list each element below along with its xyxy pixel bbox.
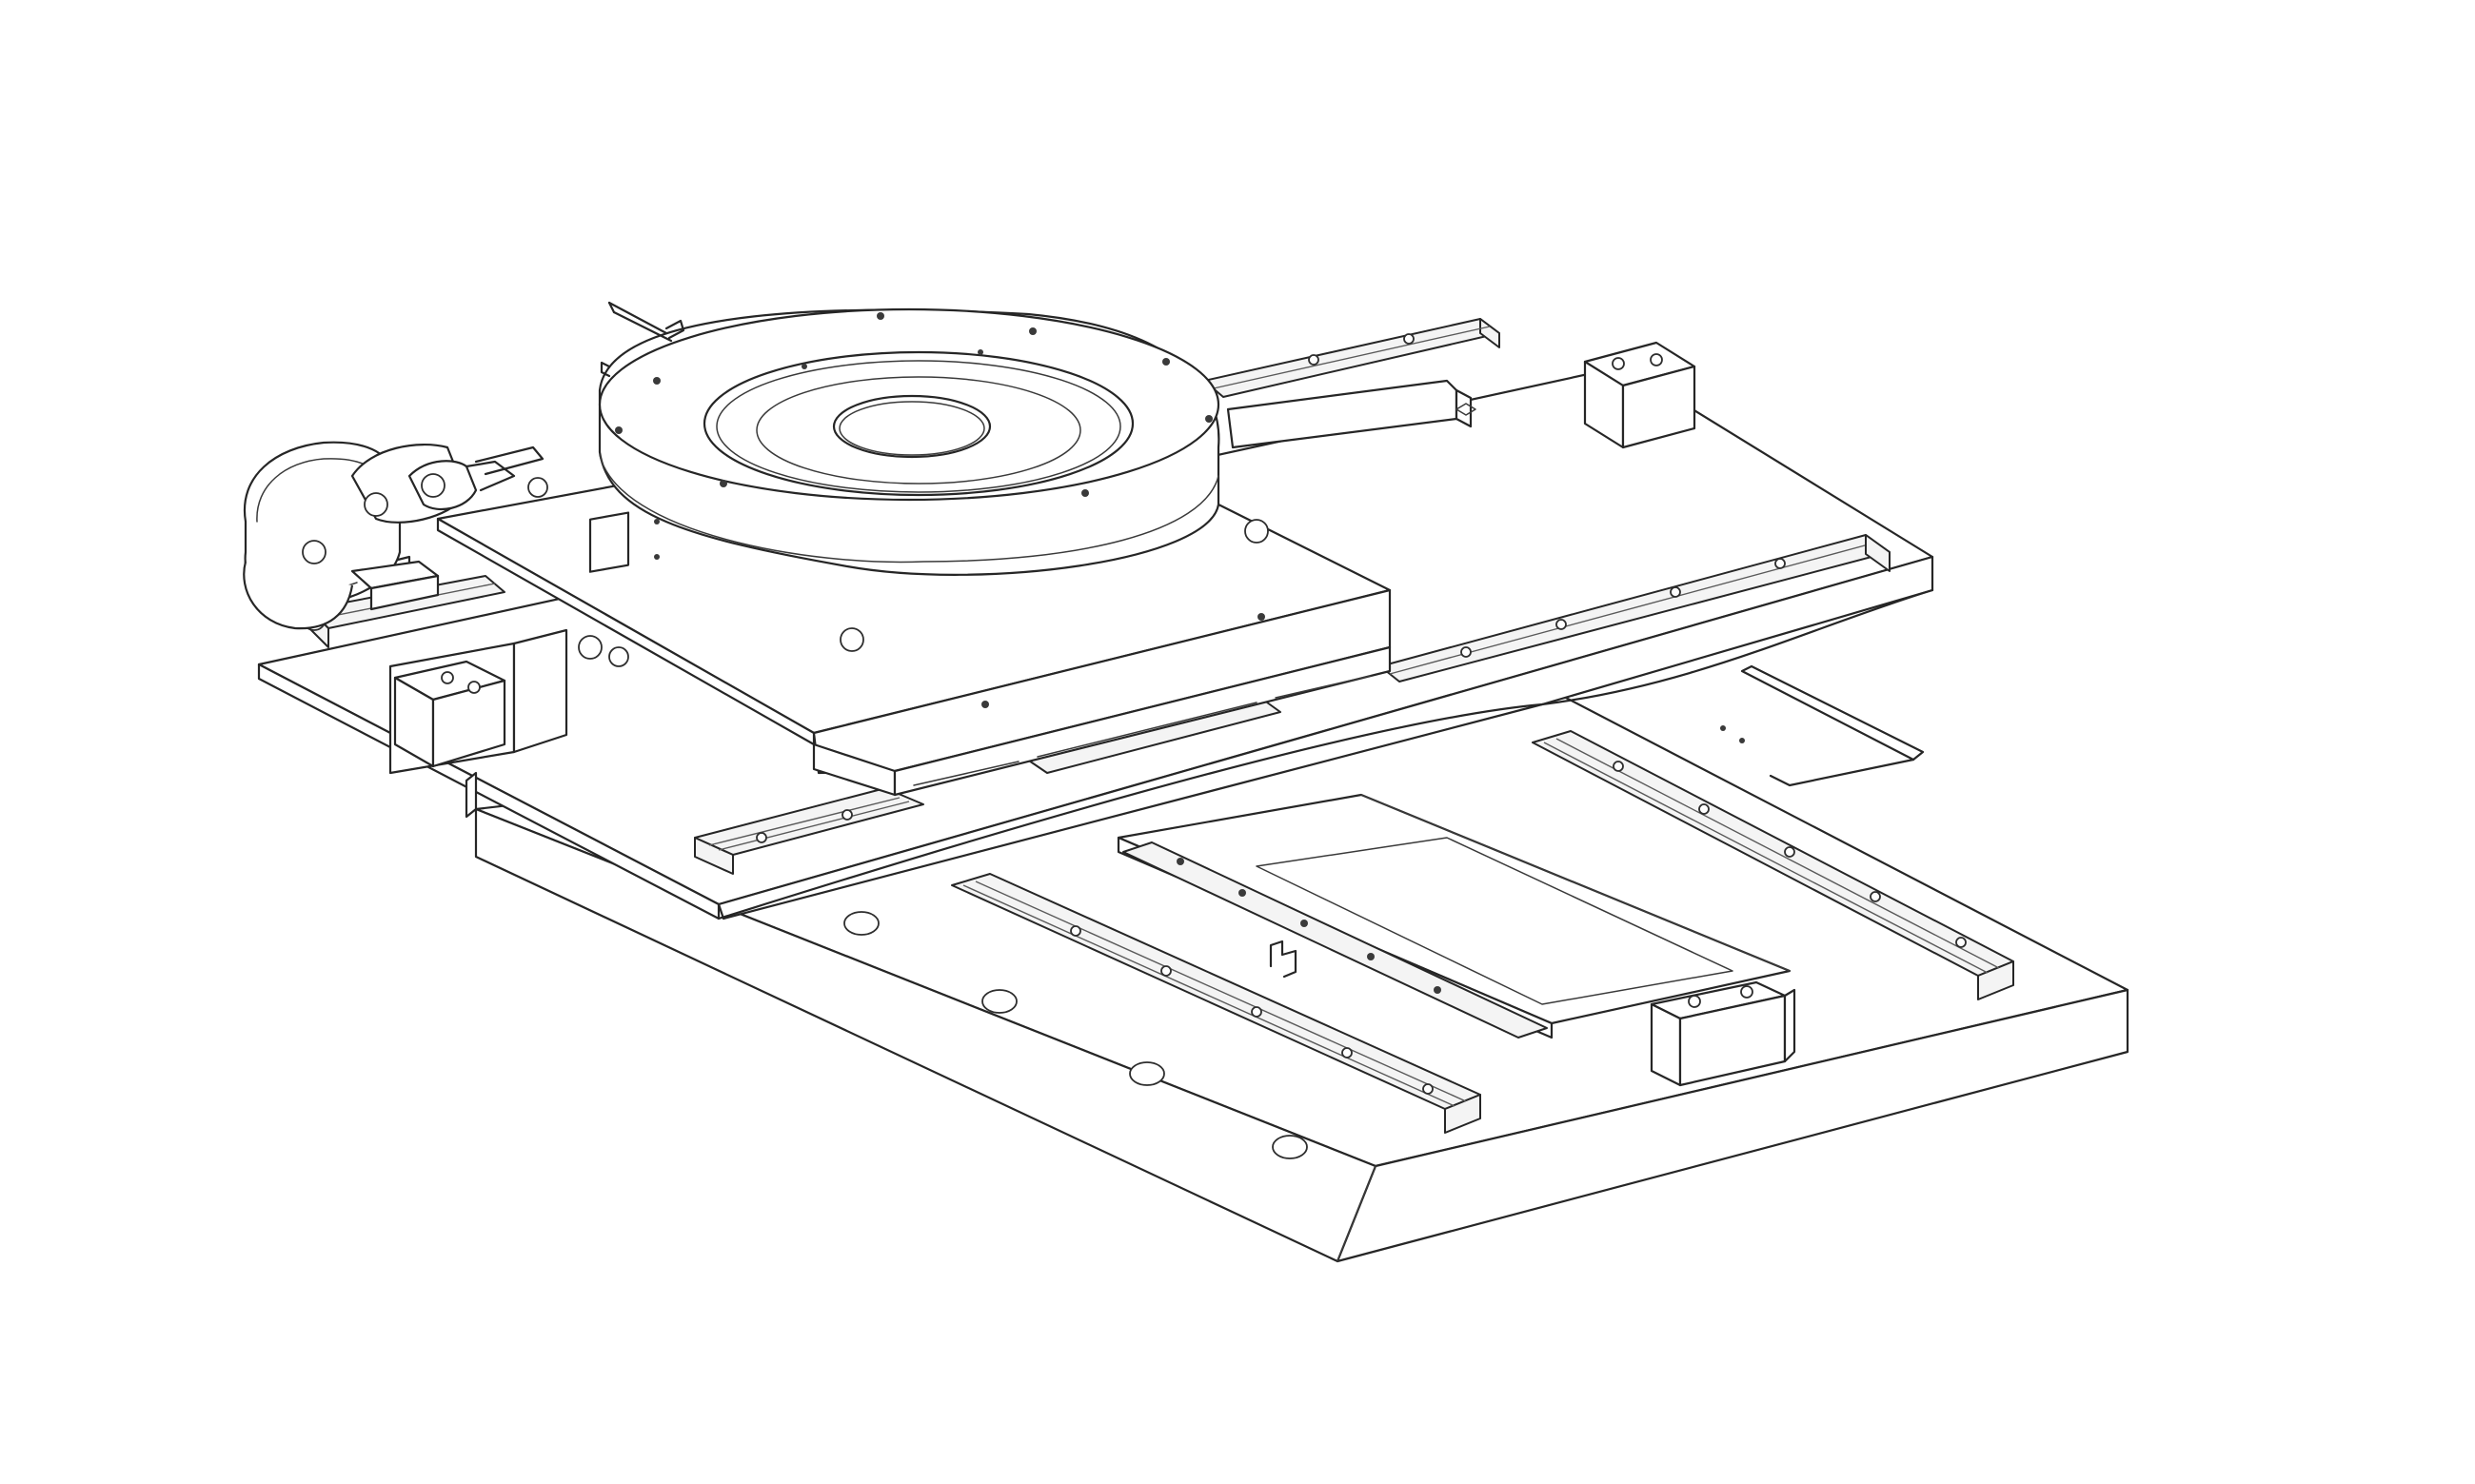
lower-end-stop-block bbox=[1650, 980, 1796, 1087]
middle-end-stop-block bbox=[393, 341, 1696, 768]
lower-linear-rail-left bbox=[951, 873, 1481, 1134]
lower-linear-rail-right bbox=[1532, 730, 2014, 1000]
cable-carrier-chain bbox=[243, 441, 544, 631]
rotary-table-center-bore bbox=[832, 394, 992, 459]
middle-linear-rail-front bbox=[694, 534, 1891, 875]
side-bracket bbox=[1720, 664, 1925, 787]
lower-center-channel bbox=[1117, 793, 1792, 1039]
